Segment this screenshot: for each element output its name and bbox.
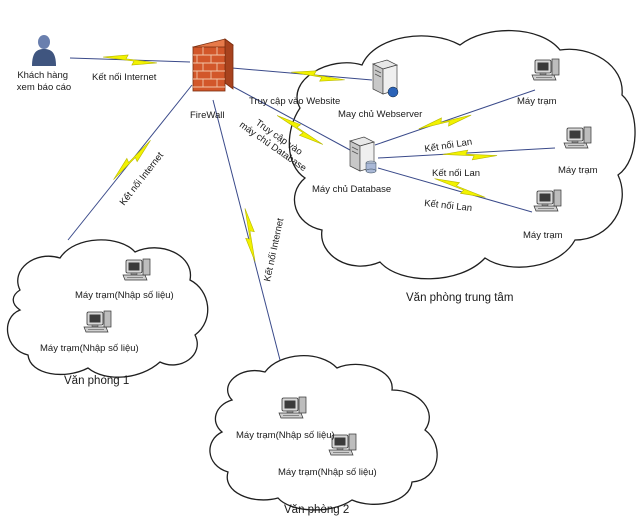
database-label: Máy chủ Database: [312, 184, 391, 195]
workstation-icon: [563, 126, 592, 149]
workstation-label: Máy trạm: [523, 230, 563, 241]
link-label: Kết nối Lan: [432, 168, 480, 179]
firewall-label: FireWall: [190, 110, 224, 121]
customer-label: Khách hàng xem báo cáo: [17, 70, 71, 93]
workstation-label: Máy trạm(Nhập số liệu): [40, 343, 139, 354]
workstation-label: Máy trạm(Nhập số liệu): [278, 467, 377, 478]
workstation-icon: [122, 258, 151, 281]
link-label: Kết nối Internet: [262, 217, 286, 283]
webserver-label: May chủ Webserver: [338, 109, 422, 120]
office-2-label: Văn phòng 2: [284, 504, 349, 516]
workstation-icon: [531, 58, 560, 81]
workstation-icon: [278, 396, 307, 419]
workstation-label: Máy trạm: [558, 165, 598, 176]
office-1-cloud: [6, 239, 209, 378]
link-label: Truy cập vào Website: [249, 96, 340, 107]
link-label: Kết nối Lan: [424, 198, 473, 214]
link-label: Kết nối Internet: [92, 72, 157, 83]
workstation-icon: [533, 189, 562, 212]
central-office-label: Văn phòng trung tâm: [406, 292, 513, 304]
workstation-icon: [83, 310, 112, 333]
link-label: Kết nối Internet: [118, 150, 167, 208]
workstation-label: Máy trạm: [517, 96, 557, 107]
workstation-label: Máy trạm(Nhập số liệu): [75, 290, 174, 301]
workstation-label: Máy trạm(Nhập số liệu): [236, 430, 335, 441]
firewall-icon: [192, 38, 234, 92]
person-icon: [32, 35, 56, 66]
links: [67, 57, 556, 361]
database-server-icon: [349, 136, 377, 174]
webserver-icon: [372, 59, 399, 98]
office-1-label: Văn phòng 1: [64, 375, 129, 387]
office-2-cloud: [209, 355, 438, 511]
